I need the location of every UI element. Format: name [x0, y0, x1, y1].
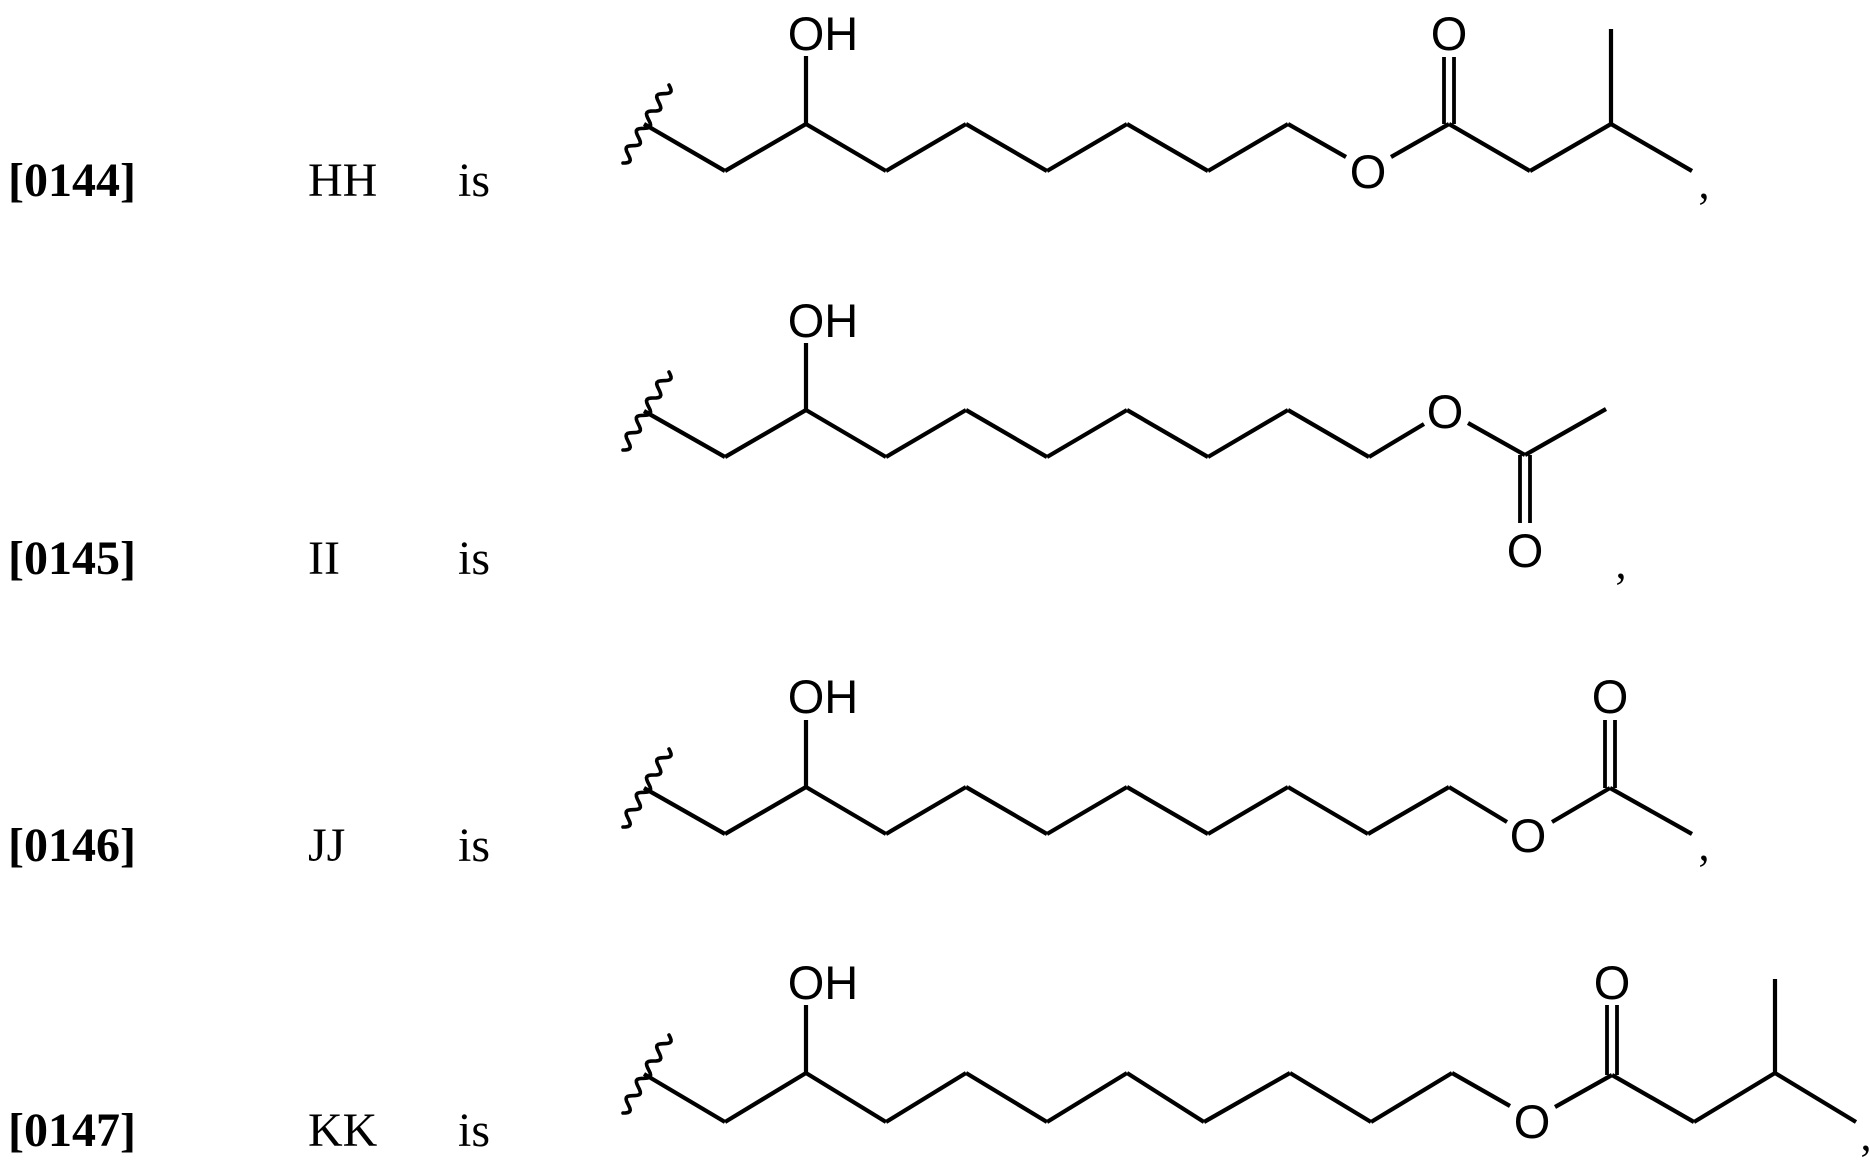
compound-code: HH [308, 154, 378, 207]
bond [1045, 1071, 1129, 1124]
structure-hh: OH O O, [621, 7, 1710, 208]
bond [1125, 122, 1210, 173]
bond [1773, 1071, 1858, 1124]
oxygen-label: O [1514, 1095, 1551, 1148]
structure-kk: OH O O, [621, 956, 1870, 1160]
bond [804, 1071, 888, 1124]
bond [964, 785, 1049, 836]
definition-verb: is [458, 154, 491, 207]
terminator-comma: , [1699, 159, 1710, 208]
bond [1447, 785, 1509, 824]
paragraph-number: [0144] [8, 154, 136, 207]
bond [1692, 1071, 1777, 1124]
oxygen-label: O [1350, 145, 1387, 198]
bond [1608, 786, 1694, 836]
bond [804, 785, 888, 836]
oxygen-label: O [1427, 385, 1464, 438]
structure-jj: OH O O, [621, 670, 1710, 870]
bond [1202, 1071, 1292, 1124]
bond [1206, 785, 1290, 836]
bond [1523, 407, 1608, 457]
bond [1286, 785, 1370, 836]
hydroxyl-label: OH [788, 670, 859, 723]
bond [884, 785, 968, 836]
paragraph-number: [0146] [8, 819, 136, 872]
bond [1366, 785, 1451, 836]
oxygen-label: O [1431, 7, 1468, 60]
bond [964, 408, 1049, 459]
bond [642, 122, 727, 173]
oxygen-label: O [1594, 956, 1631, 1009]
hydroxyl-label: OH [788, 7, 859, 60]
hydroxyl-label: OH [788, 956, 859, 1009]
bond [1125, 785, 1210, 836]
compound-code: II [308, 532, 340, 585]
bond [1389, 122, 1451, 159]
terminator-comma: , [1699, 821, 1710, 870]
bond [1369, 1071, 1454, 1124]
bond [642, 409, 727, 459]
bond [1286, 122, 1348, 159]
oxygen-label: O [1592, 670, 1629, 723]
bond [884, 122, 968, 173]
compound-code: JJ [308, 819, 346, 872]
bond [1610, 1073, 1696, 1124]
bond [1206, 408, 1290, 459]
bond [964, 1071, 1049, 1124]
bond [642, 1072, 727, 1124]
bond [1045, 785, 1129, 836]
bond [884, 1071, 968, 1124]
bond [1045, 408, 1129, 459]
bond [642, 786, 727, 836]
bond [1367, 422, 1426, 459]
bond [1125, 1071, 1206, 1124]
bond [884, 408, 968, 459]
bond [1528, 122, 1613, 173]
terminator-comma: , [1616, 539, 1627, 588]
structure-ii: OH O O, [621, 294, 1627, 588]
bond [1288, 1071, 1373, 1124]
bond [1206, 122, 1290, 173]
bond [1125, 408, 1210, 459]
definition-verb: is [458, 1104, 491, 1157]
bond [723, 785, 808, 836]
bond [804, 122, 888, 173]
oxygen-label: O [1507, 524, 1544, 577]
terminator-comma: , [1861, 1111, 1870, 1160]
bond [1447, 122, 1532, 173]
bond [1609, 122, 1694, 173]
paragraph-number: [0147] [8, 1104, 136, 1157]
bond [1550, 786, 1612, 824]
oxygen-label: O [1510, 809, 1547, 862]
bond [804, 408, 888, 459]
bond [1045, 122, 1129, 173]
bond [723, 408, 808, 459]
bond [723, 122, 808, 173]
bond [1286, 408, 1371, 459]
hydroxyl-label: OH [788, 294, 859, 347]
bond [723, 1071, 808, 1124]
bond [1553, 1073, 1614, 1109]
bond [1450, 1071, 1512, 1108]
bond [1466, 421, 1527, 457]
definition-verb: is [458, 819, 491, 872]
definition-verb: is [458, 532, 491, 585]
compound-code: KK [308, 1104, 378, 1157]
paragraph-number: [0145] [8, 532, 136, 585]
bond [964, 122, 1049, 173]
